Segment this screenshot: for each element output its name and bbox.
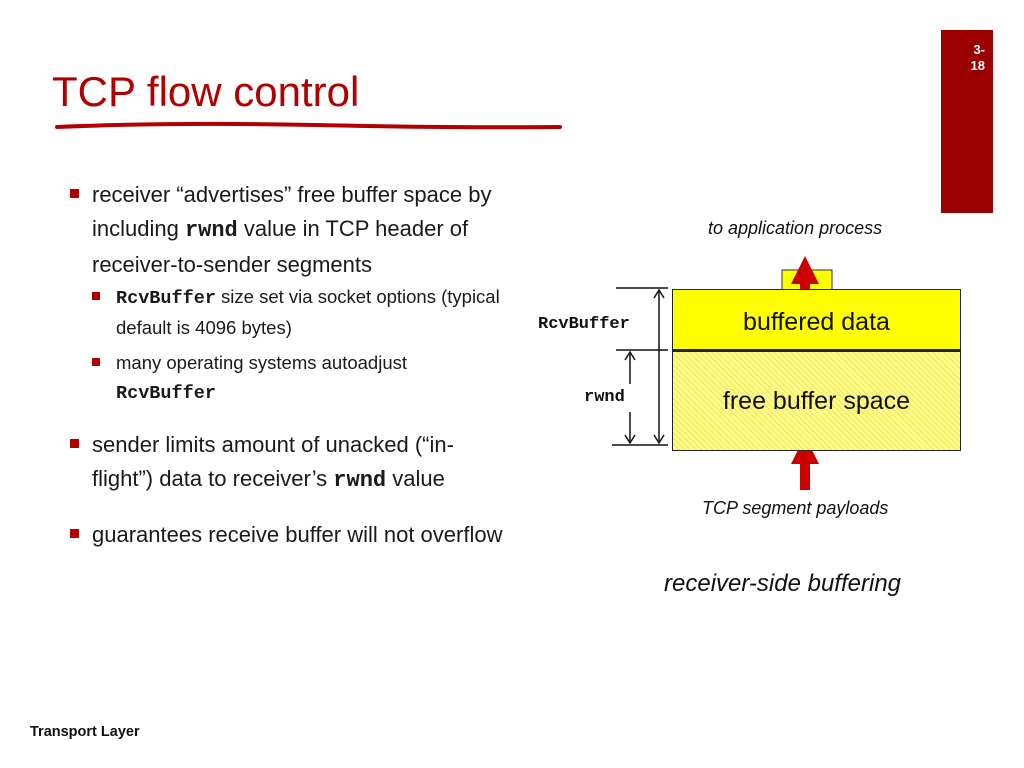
bullet-item: sender limits amount of unacked (“in-fli… — [70, 428, 510, 498]
sub-bullet-text: many operating systems autoadjust — [116, 352, 408, 373]
sub-bullet-item: RcvBuffer size set via socket options (t… — [92, 282, 510, 342]
title-underline — [55, 121, 562, 130]
bullet-item: receiver “advertises” free buffer space … — [70, 178, 510, 282]
bullet-list: receiver “advertises” free buffer space … — [70, 178, 510, 552]
bullet-square-icon — [70, 189, 79, 198]
bullet-square-icon — [92, 292, 100, 300]
slide-number-box — [941, 30, 993, 213]
code-rcvbuffer: RcvBuffer — [116, 383, 216, 404]
receive-buffer: buffered data free buffer space — [672, 289, 961, 451]
rcvbuffer-span-arrow-icon — [653, 288, 665, 445]
bullet-text: sender limits amount of unacked (“in-fli… — [92, 432, 454, 491]
bullet-item: guarantees receive buffer will not overf… — [70, 518, 510, 552]
up-arrow-icon — [791, 256, 819, 294]
buffered-data-region — [673, 290, 960, 350]
code-rwnd: rwnd — [184, 218, 238, 243]
slide-number: 3- 18 — [970, 42, 985, 73]
bullet-text: value — [386, 466, 445, 491]
bullet-text: receiver “advertises” free buffer space … — [92, 182, 492, 241]
sub-bullet-item: many operating systems autoadjust RcvBuf… — [92, 348, 510, 408]
segment-payloads-label: TCP segment payloads — [702, 498, 889, 518]
bullet-text: guarantees receive buffer will not overf… — [92, 522, 503, 547]
free-buffer-label: free buffer space — [722, 387, 911, 415]
bullet-text: value in TCP header of receiver-to-sende… — [92, 216, 469, 277]
diagram-caption: receiver-side buffering — [664, 570, 902, 597]
to-application-label: to application process — [708, 218, 883, 238]
rwnd-label: rwnd — [584, 388, 625, 407]
code-rcvbuffer: RcvBuffer — [116, 288, 216, 309]
rwnd-span-arrow-icon — [624, 350, 636, 445]
footer: Transport Layer — [30, 724, 140, 740]
bullet-square-icon — [70, 529, 79, 538]
buffer-divider — [673, 349, 960, 352]
slide-title: TCP flow control — [52, 68, 360, 115]
sub-bullet-text: size set via socket options (typical def… — [116, 286, 500, 338]
free-buffer-region — [673, 352, 960, 450]
code-rwnd: rwnd — [333, 468, 387, 493]
bullet-square-icon — [92, 358, 100, 366]
bullet-square-icon — [70, 439, 79, 448]
rcvbuffer-label: RcvBuffer — [538, 315, 630, 334]
buffered-data-label: buffered data — [743, 308, 890, 336]
